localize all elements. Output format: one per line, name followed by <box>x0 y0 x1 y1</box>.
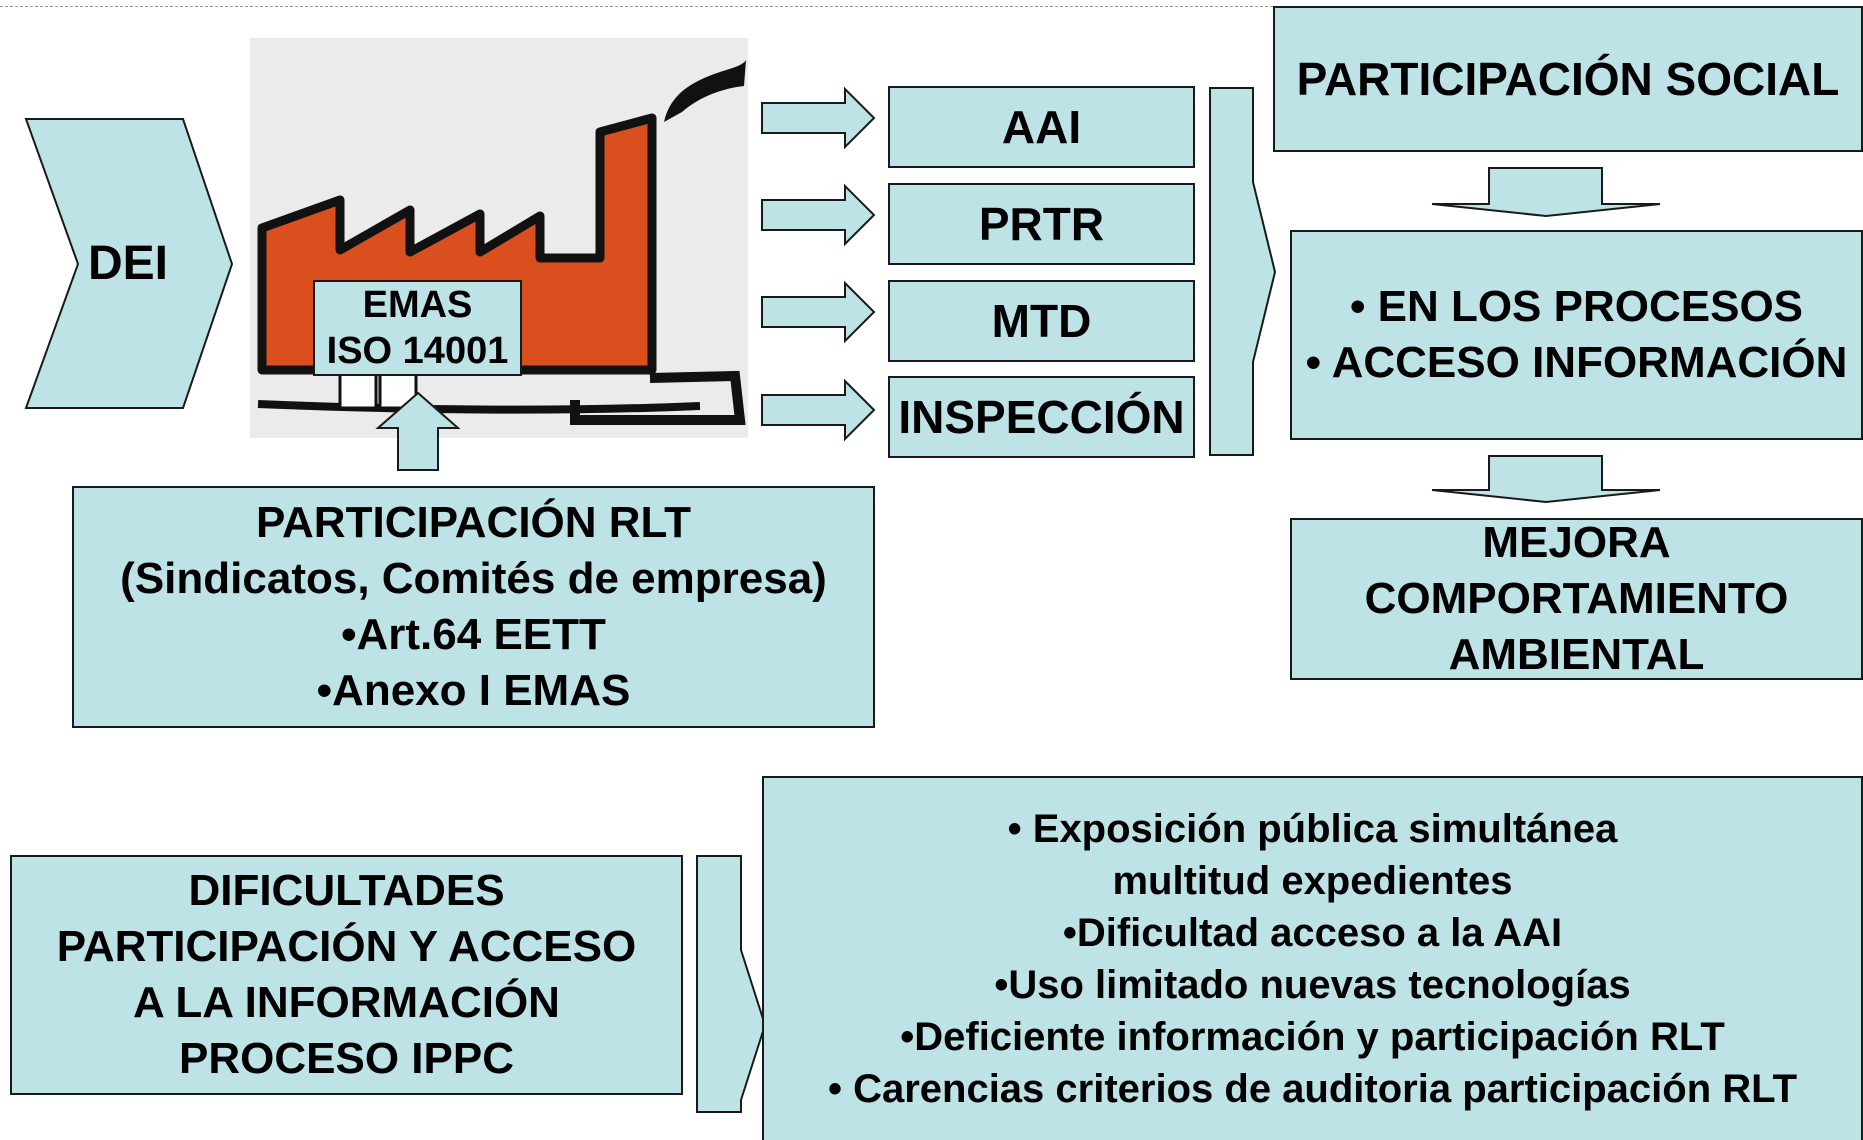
instrument-prtr: PRTR <box>888 183 1195 265</box>
issues-line-6: • Carencias criterios de auditoria parti… <box>827 1067 1798 1111</box>
result-line-3: AMBIENTAL <box>1448 630 1705 679</box>
dei-label: DEI <box>88 237 169 290</box>
rlt-item-1: •Art.64 EETT <box>341 610 606 659</box>
difficulties-box: DIFICULTADES PARTICIPACIÓN Y ACCESO A LA… <box>10 855 683 1095</box>
instrument-prtr-label: PRTR <box>978 198 1105 250</box>
issues-box: • Exposición pública simultánea multitud… <box>762 776 1863 1140</box>
issues-line-3: •Dificultad acceso a la AAI <box>1062 911 1563 955</box>
issues-line-2: multitud expedientes <box>1112 859 1513 903</box>
difficulties-line-2: PARTICIPACIÓN Y ACCESO <box>56 922 637 971</box>
dei-chevron-shape <box>24 118 234 409</box>
instrument-mtd-label: MTD <box>991 295 1092 347</box>
smoke-plume <box>664 60 746 122</box>
down-arrow-social-2 <box>1431 455 1661 504</box>
right-arrow-aai <box>761 86 876 150</box>
instrument-inspeccion: INSPECCIÓN <box>888 376 1195 458</box>
instrument-aai: AAI <box>888 86 1195 168</box>
social-item-1: • EN LOS PROCESOS <box>1349 282 1804 331</box>
iso-label: ISO 14001 <box>326 330 509 372</box>
down-arrow-social-1 <box>1431 167 1661 218</box>
rlt-subtitle: (Sindicatos, Comités de empresa) <box>120 554 827 603</box>
instrument-aai-label: AAI <box>1001 101 1082 153</box>
issues-line-4: •Uso limitado nuevas tecnologías <box>994 963 1631 1007</box>
instrument-mtd: MTD <box>888 280 1195 362</box>
result-line-2: COMPORTAMIENTO <box>1364 574 1789 623</box>
issues-line-1: • Exposición pública simultánea <box>1007 807 1618 851</box>
up-arrow-rlt <box>375 391 461 471</box>
rlt-item-2: •Anexo I EMAS <box>316 666 631 715</box>
emas-iso-box: EMAS ISO 14001 <box>313 280 522 376</box>
social-title: PARTICIPACIÓN SOCIAL <box>1296 53 1840 105</box>
difficulties-line-4: PROCESO IPPC <box>179 1034 514 1083</box>
rlt-title: PARTICIPACIÓN RLT <box>255 498 692 547</box>
factory-illustration <box>250 38 748 438</box>
bracket-arrow-social <box>1209 87 1277 456</box>
bracket-arrow-difficulties <box>696 855 767 1113</box>
instrument-inspeccion-label: INSPECCIÓN <box>898 391 1185 443</box>
right-arrow-prtr <box>761 183 876 247</box>
right-arrow-inspeccion <box>761 378 876 442</box>
social-participation-title-box: PARTICIPACIÓN SOCIAL <box>1273 6 1863 152</box>
right-arrow-mtd <box>761 280 876 344</box>
difficulties-line-1: DIFICULTADES <box>188 866 505 915</box>
result-line-1: MEJORA <box>1482 518 1671 567</box>
issues-line-5: •Deficiente información y participación … <box>900 1015 1725 1059</box>
environmental-improvement-box: MEJORA COMPORTAMIENTO AMBIENTAL <box>1290 518 1863 680</box>
emas-label: EMAS <box>362 284 473 326</box>
difficulties-line-3: A LA INFORMACIÓN <box>133 978 560 1027</box>
rlt-participation-box: PARTICIPACIÓN RLT (Sindicatos, Comités d… <box>72 486 875 728</box>
social-item-2: • ACCESO INFORMACIÓN <box>1305 338 1848 387</box>
top-dashed-line <box>0 6 1863 7</box>
social-participation-items-box: • EN LOS PROCESOS • ACCESO INFORMACIÓN <box>1290 230 1863 440</box>
